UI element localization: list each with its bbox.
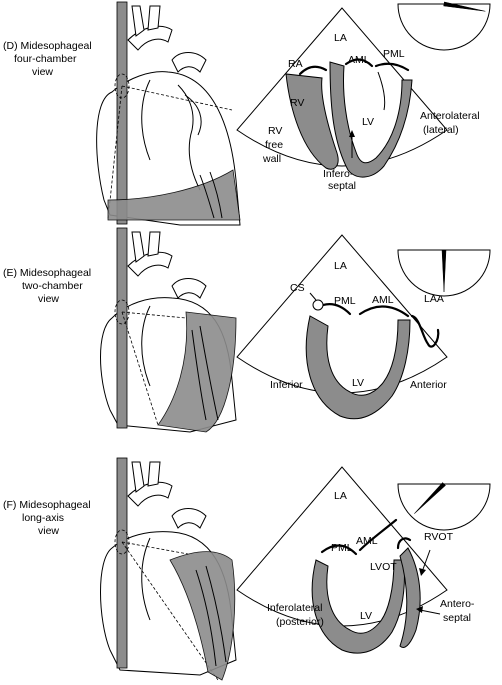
panel-d-title: (D) Midesophageal four-chamber view — [3, 40, 95, 78]
label-anteroseptal: Antero- septal — [440, 598, 477, 624]
label-anterior-e: Anterior — [410, 379, 447, 391]
label-lv-d: LV — [362, 116, 374, 128]
esophagus-d — [116, 1, 128, 225]
label-rv-free-wall: RV free wall — [262, 125, 286, 165]
echo-sector-e: LA CS PML AML LAA LV Inferior Anterior — [236, 234, 448, 420]
dial-needle-d — [443, 1, 486, 12]
label-pml-e: PML — [334, 295, 356, 307]
label-anterolateral: Anterolateral (lateral) — [420, 110, 482, 136]
imaging-plane-f — [169, 551, 236, 681]
probe-d — [114, 73, 130, 99]
panel-e-title: (E) Midesophageal two-chamber view — [3, 267, 94, 305]
label-lv-e: LV — [352, 377, 364, 389]
label-ra-d: RA — [288, 58, 303, 70]
imaging-plane-d — [107, 169, 241, 221]
esophagus-e — [116, 227, 128, 429]
label-inferolateral: Inferolateral (posterior) — [267, 602, 325, 628]
label-pml-f: PML — [331, 542, 353, 554]
rv-free-wall — [285, 73, 339, 170]
label-inferoseptal: Infero- septal — [323, 168, 356, 192]
lv-walls-d — [329, 61, 413, 178]
panel-f-title: (F) Midesophageal long-axis view — [3, 499, 93, 537]
echo-sector-f: LA AML PML RVOT LVOT LV Inferolateral (p… — [236, 466, 477, 654]
dial-needle-f — [414, 482, 446, 514]
echo-sector-d: LA RA AML PML RV LV RV free wall Anterol… — [236, 7, 482, 192]
rvot-wall-f — [399, 547, 421, 648]
label-aml-e: AML — [372, 294, 394, 306]
label-aml-f: AML — [356, 535, 378, 547]
panel-long-axis: (F) Midesophageal long-axis view — [3, 457, 491, 681]
esophagus-f — [116, 457, 128, 669]
omniplane-dial-e — [397, 249, 491, 297]
heart-illustration-d — [96, 1, 241, 226]
label-lv-f: LV — [360, 610, 372, 622]
omniplane-dial-d — [397, 1, 491, 51]
heart-illustration-e — [100, 227, 237, 433]
label-cs-e: CS — [290, 282, 305, 294]
label-aml-d: AML — [348, 54, 370, 66]
omniplane-dial-f — [397, 482, 491, 531]
label-la-e: LA — [334, 260, 347, 272]
probe-f — [114, 529, 130, 555]
panel-four-chamber: (D) Midesophageal four-chamber view — [3, 1, 491, 226]
label-pml-d: PML — [383, 48, 405, 60]
label-la-d: LA — [334, 32, 347, 44]
label-lvot-f: LVOT — [370, 561, 397, 573]
probe-e — [114, 299, 130, 325]
label-rvot-f: RVOT — [424, 531, 454, 543]
lv-walls-e — [305, 315, 411, 420]
label-la-f: LA — [334, 490, 347, 502]
label-rv-d: RV — [290, 97, 304, 109]
panel-two-chamber: (E) Midesophageal two-chamber view — [3, 227, 491, 433]
heart-illustration-f — [100, 457, 237, 681]
imaging-plane-e — [157, 311, 237, 433]
dial-needle-e — [441, 249, 447, 293]
label-inferior-e: Inferior — [270, 379, 303, 391]
